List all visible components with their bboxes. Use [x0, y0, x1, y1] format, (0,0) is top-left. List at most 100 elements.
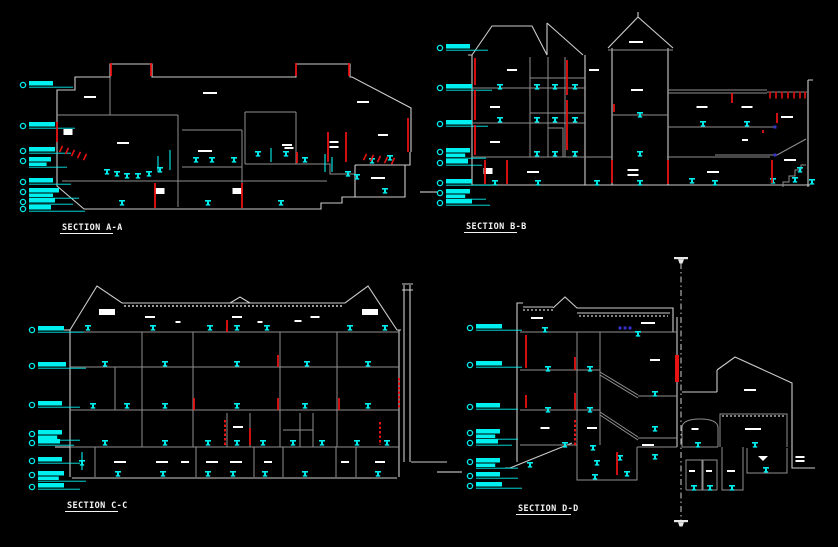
- room-label-dash: [181, 461, 189, 463]
- fixture-icon: [497, 84, 503, 90]
- fixture-icon: [545, 366, 551, 372]
- fixture-icon: [162, 403, 168, 409]
- room-label-dash: [795, 456, 805, 458]
- level-marker-icon: [466, 482, 474, 490]
- level-label-bar: [29, 81, 53, 86]
- fixture-icon: [552, 117, 558, 123]
- room-label-dash: [175, 321, 181, 323]
- section-b-drawing: SECTION B-B: [420, 12, 815, 233]
- section-c-outline: [66, 283, 447, 479]
- level-marker-icon: [28, 471, 36, 479]
- room-label-dash: [629, 41, 643, 43]
- chimney-label: [99, 309, 115, 315]
- fixture-icon: [90, 403, 96, 409]
- fixture-icon: [278, 200, 284, 206]
- fixture-icon: [354, 440, 360, 446]
- red-tick-mark: [70, 149, 76, 157]
- fixture-icon: [304, 361, 310, 367]
- room-label-dash: [707, 171, 719, 173]
- red-tick-mark: [362, 153, 368, 161]
- level-label-bar: [446, 159, 468, 164]
- room-label-dash: [329, 146, 339, 148]
- room-label-dash: [527, 171, 539, 173]
- level-marker-icon: [19, 147, 27, 155]
- level-marker-icon: [19, 122, 27, 130]
- level-marker-icon: [436, 199, 444, 207]
- fixture-icon: [234, 403, 240, 409]
- level-marker-icon: [28, 326, 36, 334]
- blue-annotation-mark: [618, 326, 622, 330]
- level-label-bar: [446, 189, 470, 194]
- fixture-icon: [770, 178, 776, 184]
- fixture-icon: [162, 440, 168, 446]
- fixture-icon: [527, 462, 533, 468]
- fixture-icon: [534, 151, 540, 157]
- section-c-annotations: [28, 309, 400, 491]
- level-label-bar: [29, 122, 55, 127]
- fixture-icon: [384, 440, 390, 446]
- room-label-dash: [114, 461, 126, 463]
- section-d-outline: [505, 296, 815, 469]
- level-label-bar: [476, 361, 502, 366]
- fixture-icon: [492, 180, 498, 186]
- fixture-icon: [382, 188, 388, 194]
- level-label-bar: [446, 148, 470, 153]
- room-label-dash: [198, 150, 212, 152]
- level-marker-icon: [28, 362, 36, 370]
- red-tick-mark: [369, 154, 375, 162]
- level-label-bar: [38, 435, 58, 439]
- section-b-inner-lines: [468, 49, 807, 187]
- fixture-icon: [302, 471, 308, 477]
- level-marker-icon: [466, 439, 474, 447]
- fixture-icon: [135, 173, 141, 179]
- room-label-dash: [706, 470, 712, 472]
- fixture-icon: [752, 442, 758, 448]
- fixture-icon: [691, 485, 697, 491]
- level-marker-icon: [19, 188, 27, 196]
- fixture-icon: [637, 151, 643, 157]
- room-label-dash: [310, 316, 320, 318]
- section-b-outline: [468, 12, 813, 187]
- red-tick-mark: [64, 147, 70, 155]
- fixture-icon: [382, 325, 388, 331]
- level-marker-icon: [28, 430, 36, 438]
- fixture-icon: [590, 445, 596, 451]
- level-label-bar: [38, 326, 64, 331]
- level-label-bar: [446, 199, 472, 204]
- sanitary-fixture-icon: [155, 188, 165, 194]
- level-label-bar: [38, 401, 62, 406]
- room-label-dash: [371, 177, 385, 179]
- section-b-annotations: [436, 41, 815, 207]
- sanitary-fixture-icon: [63, 129, 73, 135]
- chimney-label: [362, 309, 378, 315]
- fixture-icon: [652, 391, 658, 397]
- level-label-bar: [446, 179, 472, 184]
- fixture-icon: [534, 84, 540, 90]
- level-marker-icon: [436, 159, 444, 167]
- room-label-dash: [627, 169, 639, 171]
- room-label-dash: [284, 147, 294, 149]
- level-marker-icon: [28, 401, 36, 409]
- level-marker-icon: [436, 189, 444, 197]
- level-label-bar: [29, 188, 59, 193]
- level-label-bar: [29, 178, 53, 183]
- fixture-icon: [260, 440, 266, 446]
- fixture-icon: [302, 157, 308, 163]
- level-label-bar: [29, 147, 55, 152]
- fixture-icon: [205, 200, 211, 206]
- level-label-bar: [476, 458, 500, 463]
- fixture-icon: [594, 180, 600, 186]
- fixture-icon: [290, 440, 296, 446]
- benchmark-icon: [674, 520, 688, 527]
- section-a-inner-lines: [57, 77, 355, 207]
- section-d-serrations: [523, 309, 785, 417]
- red-tick-mark: [76, 151, 82, 159]
- fixture-icon: [115, 471, 121, 477]
- section-c-title: SECTION C-C: [67, 501, 128, 511]
- fixture-icon: [552, 151, 558, 157]
- room-label-dash: [784, 159, 796, 161]
- room-label-dash: [378, 134, 388, 136]
- room-label-dash: [375, 461, 385, 463]
- room-label-dash: [689, 470, 695, 472]
